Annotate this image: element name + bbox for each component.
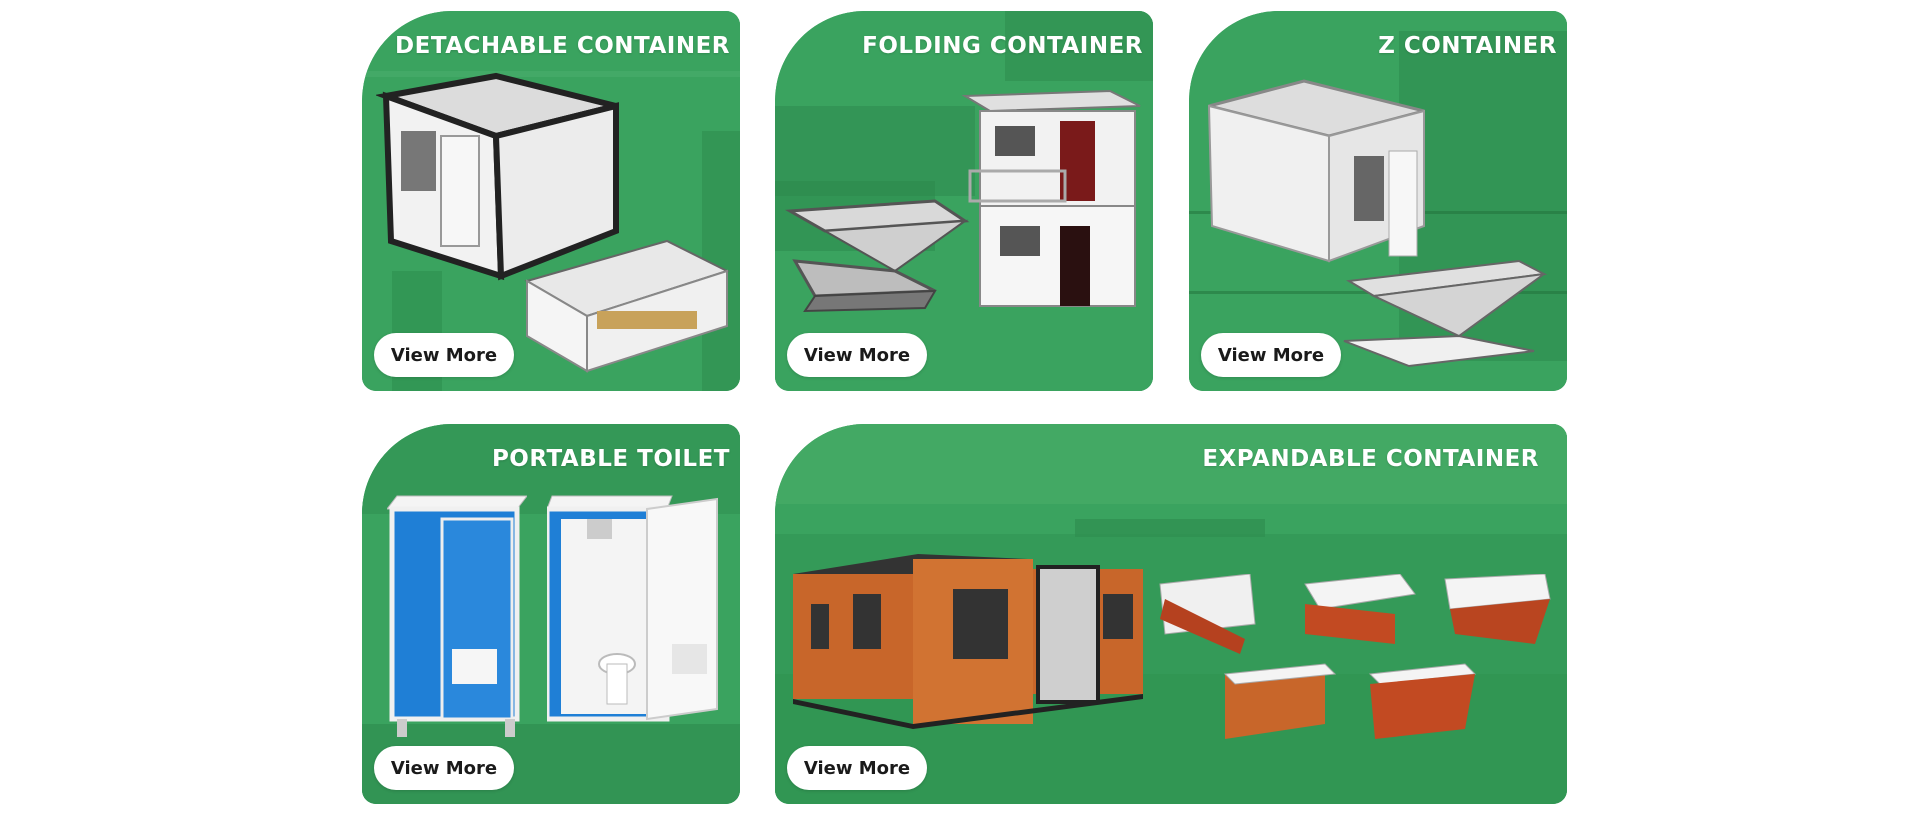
product-card-expandable-container[interactable]: EXPANDABLE CONTAINER View More <box>775 424 1567 804</box>
expandable-variants-image <box>1159 574 1551 739</box>
two-storey-folding-container-image <box>961 89 1141 307</box>
toilet-closed-image <box>387 495 527 737</box>
toilet-open-image <box>547 495 718 722</box>
card-title: Z CONTAINER <box>1378 33 1557 59</box>
view-more-button[interactable]: View More <box>787 746 927 790</box>
card-title: FOLDING CONTAINER <box>862 33 1143 59</box>
view-more-button[interactable]: View More <box>787 333 927 377</box>
view-more-button[interactable]: View More <box>1201 333 1341 377</box>
detachable-container-image <box>376 72 619 281</box>
z-folded-container-image <box>1343 259 1548 368</box>
product-card-portable-toilet[interactable]: PORTABLE TOILET View More <box>362 424 740 804</box>
z-container-image <box>1207 79 1425 263</box>
product-card-z-container[interactable]: Z CONTAINER View More <box>1189 11 1567 391</box>
expandable-house-image <box>793 554 1143 729</box>
view-more-button[interactable]: View More <box>374 746 514 790</box>
view-more-button[interactable]: View More <box>374 333 514 377</box>
card-title: EXPANDABLE CONTAINER <box>1202 446 1539 472</box>
flatpack-panels-image <box>524 239 730 373</box>
folded-container-image <box>785 199 970 313</box>
product-card-detachable-container[interactable]: DETACHABLE CONTAINER View More <box>362 11 740 391</box>
card-title: DETACHABLE CONTAINER <box>395 33 730 59</box>
card-title: PORTABLE TOILET <box>491 446 730 472</box>
product-card-folding-container[interactable]: FOLDING CONTAINER View More <box>775 11 1153 391</box>
